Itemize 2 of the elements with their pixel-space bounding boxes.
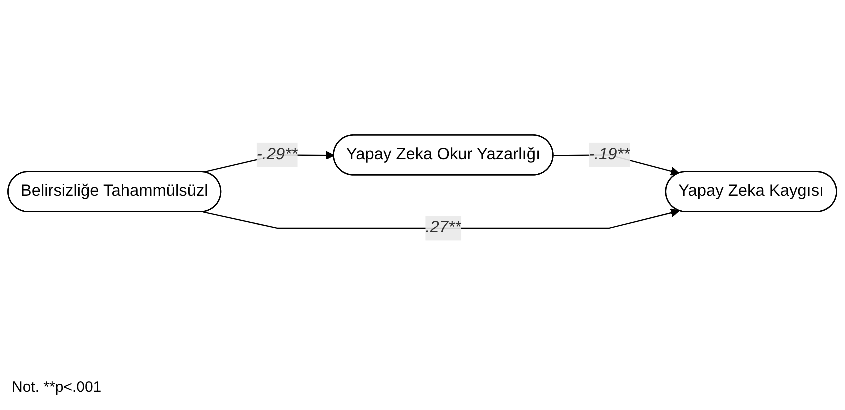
arrow	[203, 208, 680, 229]
note-text: Not. **p<.001	[12, 379, 103, 396]
